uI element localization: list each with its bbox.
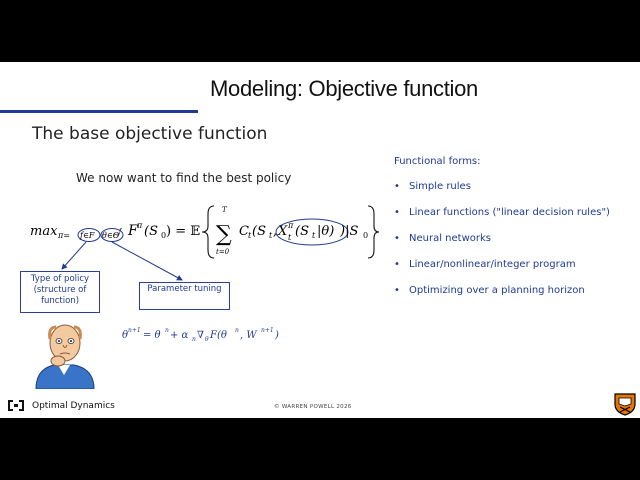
list-item: • Optimizing over a planning horizon (394, 285, 610, 311)
update-eq: = θ (143, 330, 161, 341)
formula-X-sub: t (288, 233, 292, 242)
formula-F: F (127, 223, 139, 239)
functional-forms-list: Functional forms: • Simple rules • Linea… (394, 156, 610, 311)
copyright-notice: © WARREN POWELL 2026 (274, 404, 352, 410)
update-np1: n+1 (128, 327, 141, 334)
optimal-dynamics-logo: Optimal Dynamics (8, 400, 115, 411)
thinking-man-illustration (35, 324, 95, 389)
formula-expectation: ) = 𝔼 (166, 224, 200, 239)
formula-theta-sup: f (118, 228, 123, 235)
formula-St-sub: t (269, 231, 273, 240)
update-W: , W (240, 330, 257, 341)
formula-sum-bottom: t=0 (216, 248, 230, 256)
formula-sum: ∑ (216, 222, 232, 247)
slide-subtitle: The base objective function (32, 124, 268, 144)
formula-C-sub: t (248, 231, 252, 240)
formula-sum-top: T (222, 206, 228, 214)
left-brace (201, 205, 215, 259)
update-np1b: n+1 (261, 327, 274, 334)
update-alpha-sub: n (192, 336, 196, 343)
list-item-label: Linear/nonlinear/integer program (409, 259, 576, 270)
formula-theta-bar: |θ) (317, 224, 334, 239)
update-close: ) (274, 330, 279, 341)
list-item-label: Optimizing over a planning horizon (409, 285, 585, 296)
lead-sentence: We now want to find the best policy (76, 171, 292, 185)
formula-condition: )|S (339, 224, 358, 239)
policy-type-box: Type of policy (structure of function) (20, 271, 100, 313)
bullet: • (394, 181, 400, 192)
formula-S0: (S (144, 224, 158, 239)
formula-f-in-F: f∈F (79, 231, 95, 240)
formula-S0-sub: 0 (161, 231, 166, 240)
gradient-update-formula: θ n+1 = θ n + α n ∇ θ F(θ n , W n+1 ) (122, 327, 279, 343)
princeton-shield-icon (614, 393, 636, 416)
update-nabla-sub: θ (205, 336, 209, 343)
formula-X: X (277, 224, 288, 239)
list-item-label: Simple rules (409, 181, 471, 192)
list-item-label: Linear functions ("linear decision rules… (409, 207, 610, 218)
list-item: • Simple rules (394, 181, 610, 207)
update-nabla: ∇ (197, 330, 204, 341)
formula-X-args: (S (295, 224, 309, 239)
bullet: • (394, 233, 400, 244)
formula-C: C (239, 224, 249, 239)
update-n2: n (235, 327, 239, 334)
list-item-label: Neural networks (409, 233, 491, 244)
update-F: F(θ (209, 330, 227, 341)
update-plus-alpha: + α (170, 330, 189, 341)
formula-St: (S (252, 224, 266, 239)
list-item: • Linear functions ("linear decision rul… (394, 207, 610, 233)
update-n1: n (165, 327, 169, 334)
formula-condition-sub: 0 (363, 231, 368, 240)
formula-max: max (30, 224, 58, 239)
update-theta: θ (122, 330, 128, 341)
right-brace (367, 205, 380, 259)
formula-X-sup: π (287, 221, 294, 230)
parameter-ellipse (100, 228, 124, 242)
formula-theta-in: θ∈Θ (102, 231, 120, 240)
slide-title: Modeling: Objective function (210, 76, 478, 101)
formula-max-sub: π= (57, 231, 70, 240)
bullet: • (394, 285, 400, 296)
policy-ellipse (275, 218, 349, 246)
logo-text: Optimal Dynamics (32, 400, 115, 411)
bracket-logo-icon (8, 400, 24, 411)
formula-X-args-sub: t (312, 231, 316, 240)
formula-pi-sup: π (136, 221, 143, 230)
bullet: • (394, 259, 400, 270)
list-item: • Neural networks (394, 233, 610, 259)
list-item: • Linear/nonlinear/integer program (394, 259, 610, 285)
title-underline-bar (0, 110, 198, 113)
parameter-tuning-box: Parameter tuning (139, 282, 230, 310)
slide: Modeling: Objective function The base ob… (0, 62, 640, 418)
functional-forms-title: Functional forms: (394, 156, 481, 167)
formula-comma: , (273, 224, 277, 239)
objective-formula: max π= f∈F θ∈Θ f F π (S 0 ) = 𝔼 T ∑ t=0 … (30, 205, 380, 259)
policy-type-ellipse (77, 228, 101, 242)
bullet: • (394, 207, 400, 218)
